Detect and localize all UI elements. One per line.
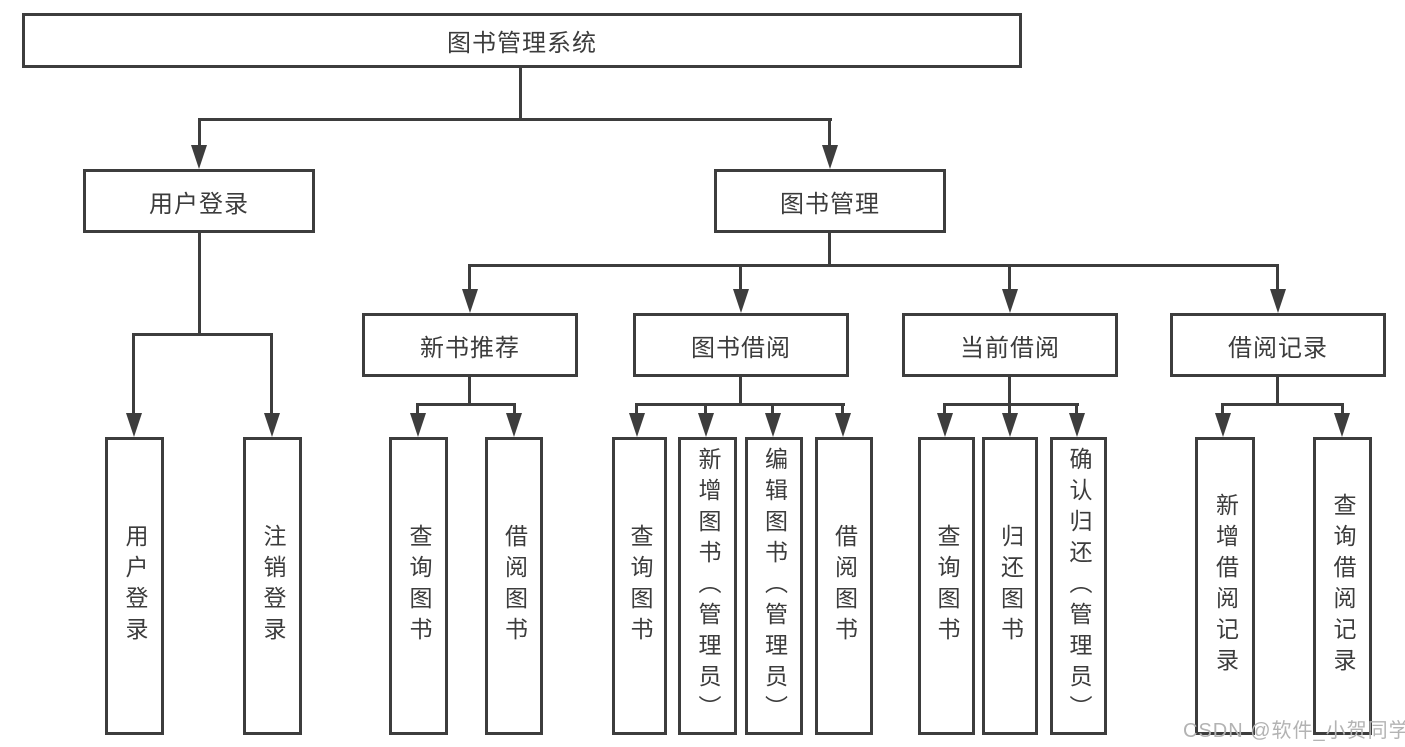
arrow-down-icon [462, 289, 478, 313]
arrow-down-icon [191, 145, 207, 169]
node-library-management-system: 图书管理系统 [22, 13, 1022, 68]
node-label: 当前借阅 [960, 334, 1060, 362]
connector-new-books-hbar [416, 403, 516, 406]
node-label: 图书借阅 [691, 334, 791, 362]
connector-to-user-login [198, 118, 201, 150]
connector-to-leaf [841, 403, 844, 415]
leaf-user-login: 用户登录 [105, 437, 164, 735]
connector-to-current-borrowing [1008, 264, 1011, 292]
leaf-newbook-query-books: 查询图书 [389, 437, 448, 735]
connector-to-leaf [416, 403, 419, 415]
connector-to-leaf [704, 403, 707, 415]
connector-to-borrow-records [1276, 264, 1279, 292]
arrow-down-icon [410, 413, 426, 437]
arrow-down-icon [937, 413, 953, 437]
connector-book-mgmt-stem [828, 233, 831, 267]
node-label: 新书推荐 [420, 334, 520, 362]
connector-borrow-records-hbar [1221, 403, 1344, 406]
leaf-newbook-borrow-books: 借阅图书 [485, 437, 543, 735]
connector-to-leaf-logout [270, 333, 273, 417]
connector-to-leaf-user-login [132, 333, 135, 417]
arrow-down-icon [835, 413, 851, 437]
connector-root-hbar [198, 118, 832, 121]
connector-to-leaf [635, 403, 638, 415]
node-label: 用户登录 [122, 524, 148, 648]
node-label: 新增图书（管理员） [695, 446, 721, 726]
arrow-down-icon [506, 413, 522, 437]
watermark: CSDN @软件_小贺同学 [1183, 720, 1405, 742]
connector-user-login-stem [198, 233, 201, 335]
arrow-down-icon [1002, 289, 1018, 313]
leaf-current-query-books: 查询图书 [918, 437, 975, 735]
arrow-down-icon [733, 289, 749, 313]
node-book-management: 图书管理 [714, 169, 946, 233]
node-label: 借阅图书 [831, 524, 858, 648]
node-label: 查询图书 [627, 524, 653, 648]
node-label: 编辑图书（管理员） [761, 446, 788, 726]
node-label: 用户登录 [149, 190, 249, 218]
node-label: 借阅记录 [1228, 334, 1328, 362]
arrow-down-icon [264, 413, 280, 437]
connector-book-mgmt-hbar [468, 264, 1279, 267]
arrow-down-icon [822, 145, 838, 169]
node-label: 查询图书 [934, 524, 960, 648]
connector-book-borrowing-stem [739, 377, 742, 405]
leaf-borrow-add-books-admin: 新增图书（管理员） [678, 437, 737, 735]
arrow-down-icon [1334, 413, 1350, 437]
connector-to-book-management [828, 118, 831, 150]
node-label: 图书管理 [780, 190, 880, 218]
node-label: 查询图书 [406, 524, 432, 648]
arrow-down-icon [1002, 413, 1018, 437]
node-label: 注销登录 [260, 524, 286, 648]
leaf-current-confirm-return-admin: 确认归还（管理员） [1050, 437, 1107, 735]
arrow-down-icon [698, 413, 714, 437]
node-label: 查询借阅记录 [1330, 493, 1356, 679]
connector-to-leaf [1008, 403, 1011, 415]
leaf-current-return-books: 归还图书 [982, 437, 1038, 735]
arrow-down-icon [1270, 289, 1286, 313]
node-current-borrowing: 当前借阅 [902, 313, 1118, 377]
connector-to-leaf [1075, 403, 1078, 415]
leaf-records-query-borrow-record: 查询借阅记录 [1313, 437, 1372, 735]
leaf-borrow-query-books: 查询图书 [612, 437, 667, 735]
connector-to-leaf [1221, 403, 1224, 415]
connector-current-borrowing-stem [1008, 377, 1011, 405]
connector-to-leaf [943, 403, 946, 415]
node-new-book-recommend: 新书推荐 [362, 313, 578, 377]
node-book-borrowing: 图书借阅 [633, 313, 849, 377]
leaf-logout: 注销登录 [243, 437, 302, 735]
connector-to-leaf [513, 403, 516, 415]
connector-root-stem [519, 68, 522, 120]
node-label: 图书管理系统 [447, 30, 597, 57]
leaf-borrow-borrow-books: 借阅图书 [815, 437, 873, 735]
leaf-borrow-edit-books-admin: 编辑图书（管理员） [745, 437, 803, 735]
arrow-down-icon [765, 413, 781, 437]
connector-to-new-books [468, 264, 471, 292]
leaf-records-add-borrow-record: 新增借阅记录 [1195, 437, 1255, 735]
node-borrow-records: 借阅记录 [1170, 313, 1386, 377]
node-label: 借阅图书 [501, 524, 528, 648]
connector-borrow-records-stem [1276, 377, 1279, 405]
connector-to-book-borrowing [739, 264, 742, 292]
arrow-down-icon [629, 413, 645, 437]
node-label: 归还图书 [997, 524, 1024, 648]
connector-current-borrowing-hbar [943, 403, 1079, 406]
connector-to-leaf [771, 403, 774, 415]
arrow-down-icon [1215, 413, 1231, 437]
connector-user-login-hbar [132, 333, 273, 336]
arrow-down-icon [1069, 413, 1085, 437]
connector-to-leaf [1341, 403, 1344, 415]
arrow-down-icon [126, 413, 142, 437]
node-label: 确认归还（管理员） [1066, 446, 1092, 726]
connector-book-borrowing-hbar [635, 403, 845, 406]
node-user-login: 用户登录 [83, 169, 315, 233]
connector-new-books-stem [468, 377, 471, 405]
node-label: 新增借阅记录 [1212, 493, 1239, 679]
